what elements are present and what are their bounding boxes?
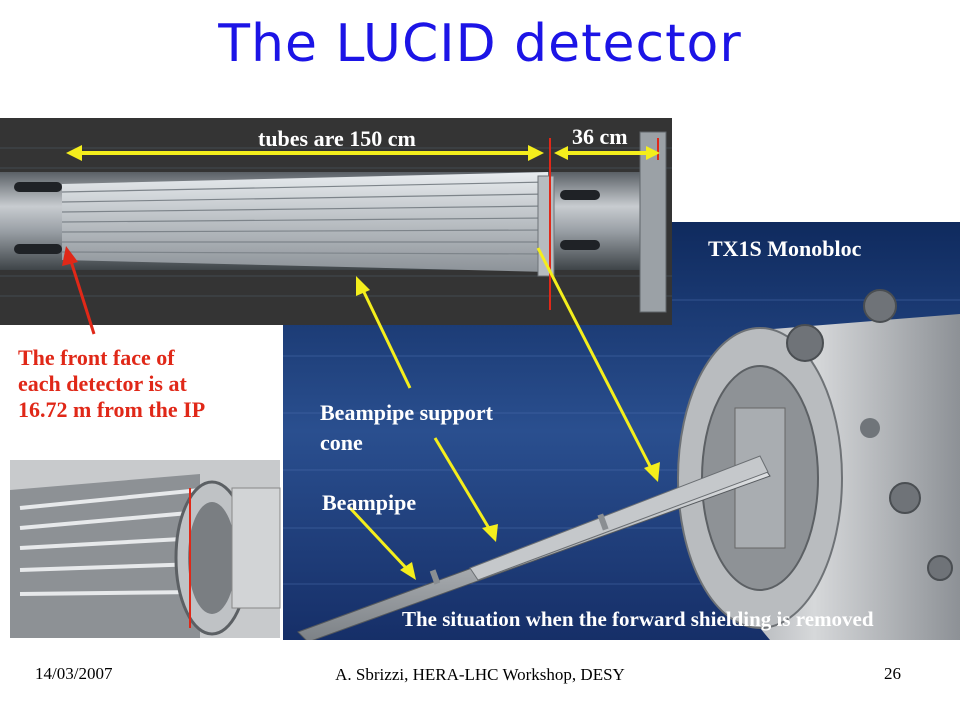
footer-author: A. Sbrizzi, HERA-LHC Workshop, DESY: [335, 665, 625, 684]
length-label: tubes are 150 cm: [258, 126, 416, 151]
beampipe-render: [297, 455, 771, 640]
situation-caption: The situation when the forward shielding…: [402, 607, 874, 631]
footer-page-number: 26: [884, 664, 901, 683]
slide-title: The LUCID detector: [218, 14, 742, 74]
detector-inset: [10, 460, 281, 638]
length-dimension: [66, 145, 544, 161]
support-cone-label: Beampipe support cone: [320, 400, 498, 455]
annotation-arrows: [348, 247, 660, 580]
lucid-figure: tubes are 150 cm 36 cm The front face of…: [0, 118, 960, 640]
footer-date: 14/03/2007: [35, 664, 113, 683]
monobloc-label: TX1S Monobloc: [708, 236, 862, 261]
front-face-arrow: [62, 246, 96, 335]
cherenkov-tubes: [61, 172, 555, 277]
gap-label: 36 cm: [572, 124, 628, 149]
front-face-note: The front face of each detector is at 16…: [18, 345, 205, 422]
gap-dimension: [554, 146, 660, 160]
beampipe-label: Beampipe: [322, 490, 416, 515]
